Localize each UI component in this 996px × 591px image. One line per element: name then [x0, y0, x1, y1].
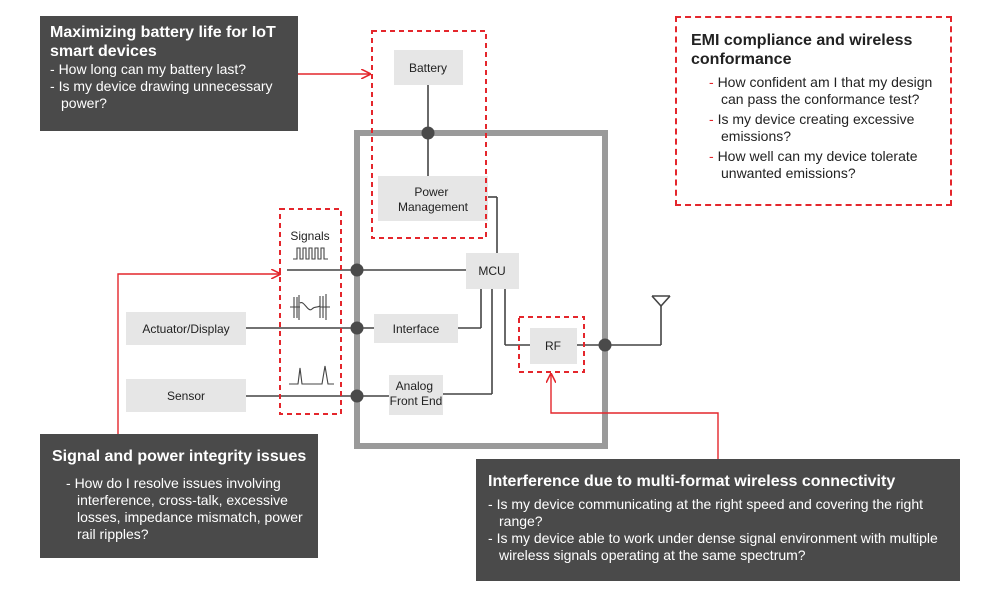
power-management-line-2: Management: [398, 200, 469, 214]
interference-question: Is my device able to work under dense si…: [488, 530, 950, 564]
junction-node: [598, 338, 612, 352]
junction-nodes: [350, 126, 612, 403]
rf-highlight-box: [518, 316, 585, 373]
signal-integrity-title: Signal and power integrity issues: [52, 448, 307, 465]
battery-label: Battery: [409, 61, 447, 75]
power-management-line-1: Power: [414, 185, 448, 199]
interface-label: Interface: [393, 322, 440, 336]
interference-title: Interference due to multi-format wireles…: [488, 473, 896, 490]
analog-front-end-label: Analog Front End: [390, 379, 443, 408]
battery-life-callout: Maximizing battery life for IoT smart de…: [40, 16, 298, 131]
signal-callout-arrow: [117, 274, 280, 434]
power-highlight-box: [371, 30, 487, 239]
device-boundary: [354, 130, 608, 449]
actuator-display-block: Actuator/Display: [126, 312, 246, 345]
wiring: [246, 85, 671, 397]
junction-node: [350, 389, 364, 403]
actuator-display-label: Actuator/Display: [142, 322, 229, 336]
emi-compliance-callout: EMI compliance and wireless conformance …: [675, 16, 952, 206]
analog-front-end-block: Analog Front End: [389, 375, 443, 415]
square-wave-icon: [293, 247, 328, 260]
battery-life-questions: How long can my battery last? Is my devi…: [50, 61, 290, 112]
signal-integrity-question: How do I resolve issues involving interf…: [66, 475, 310, 543]
power-management-label: Power Management: [398, 185, 469, 214]
interference-question: Is my device communicating at the right …: [488, 496, 950, 530]
emi-compliance-title: EMI compliance and wireless conformance: [691, 32, 913, 68]
junction-node: [421, 126, 435, 140]
emi-compliance-question: Is my device creating excessive emission…: [709, 111, 942, 145]
signals-label: Signals: [290, 229, 329, 243]
emi-compliance-question: How confident am I that my design can pa…: [709, 74, 942, 108]
battery-life-title: Maximizing battery life for IoT smart de…: [50, 24, 276, 60]
rf-block: RF: [530, 328, 577, 364]
emi-compliance-question: How well can my device tolerate unwanted…: [709, 148, 942, 182]
interference-callout: Interference due to multi-format wireles…: [476, 459, 960, 581]
analog-front-end-line-2: Front End: [390, 394, 443, 408]
mcu-label: MCU: [478, 264, 505, 278]
sensor-label: Sensor: [167, 389, 205, 403]
interference-questions: Is my device communicating at the right …: [488, 496, 950, 564]
junction-node: [350, 263, 364, 277]
highlight-regions: [279, 30, 585, 415]
interference-callout-arrow: [551, 374, 719, 459]
analog-front-end-line-1: Analog: [396, 379, 433, 393]
signal-integrity-callout: Signal and power integrity issues How do…: [40, 434, 318, 558]
callout-arrows: [117, 74, 719, 459]
battery-block: Battery: [394, 50, 463, 85]
rf-label: RF: [545, 339, 561, 353]
mcu-block: MCU: [466, 253, 519, 289]
emi-compliance-questions: How confident am I that my design can pa…: [691, 74, 942, 182]
power-management-block: Power Management: [378, 176, 488, 221]
battery-life-question: Is my device drawing unnecessary power?: [50, 78, 290, 112]
signals-highlight-box: [279, 208, 342, 415]
interface-block: Interface: [374, 314, 458, 343]
battery-life-question: How long can my battery last?: [50, 61, 290, 78]
sensor-block: Sensor: [126, 379, 246, 412]
pulse-signal-icon: [289, 365, 334, 385]
signal-integrity-questions: How do I resolve issues involving interf…: [52, 475, 310, 543]
junction-node: [350, 321, 364, 335]
noisy-signal-icon: [290, 294, 330, 320]
